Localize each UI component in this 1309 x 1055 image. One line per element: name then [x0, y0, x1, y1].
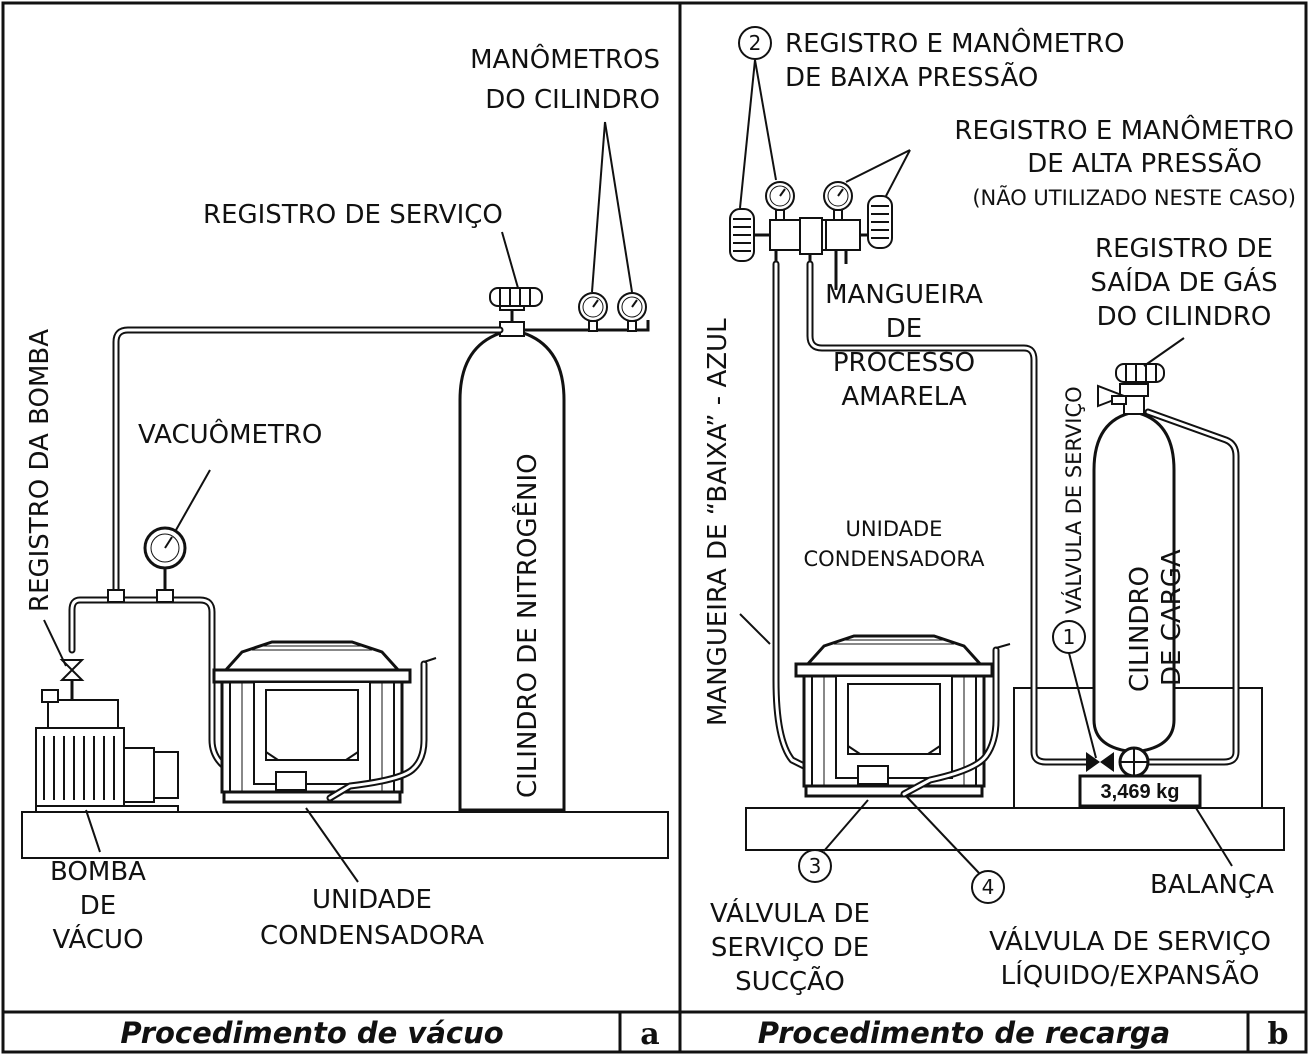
label-process-3: PROCESSO	[833, 348, 975, 378]
vacuum-gauge-icon	[143, 526, 187, 570]
high-pressure-gauge-icon	[823, 181, 853, 221]
cylinder-gauge-1-icon	[578, 292, 608, 332]
leader-pump	[85, 809, 101, 853]
gauge-manifold-a	[524, 320, 650, 332]
label-suction-1: VÁLVULA DE	[710, 897, 870, 929]
label-liquid-1: VÁLVULA DE SERVIÇO	[989, 925, 1271, 957]
label-service-valve: REGISTRO DE SERVIÇO	[203, 200, 503, 230]
label-process-2: DE	[886, 314, 922, 344]
leader-low-hose	[739, 613, 771, 645]
leader-unit-a	[305, 807, 359, 883]
vacuum-pump	[35, 689, 179, 813]
caption-a: Procedimento de vácuo	[120, 1016, 503, 1050]
label-low-hose-vertical: MANGUEIRA DE “BAIXA” - AZUL	[703, 318, 733, 726]
label-low-1: REGISTRO E MANÔMETRO	[785, 27, 1125, 59]
leader-gauge-2	[604, 121, 633, 293]
panel-b: 3,469 kg 2 1 3 4 REGISTRO E MANÔMETRO DE…	[703, 26, 1296, 997]
charge-cylinder	[1092, 383, 1176, 754]
label-high-2: DE ALTA PRESSÃO	[1027, 147, 1262, 179]
label-suction-3: SUCÇÃO	[735, 965, 845, 997]
label-gas-2: SAÍDA DE GÁS	[1090, 266, 1277, 298]
label-service-valve-vertical: VÁLVULA DE SERVIÇO	[1061, 386, 1086, 614]
label-cylinder-gauges-1: MANÔMETROS	[470, 43, 660, 75]
caption-b: Procedimento de recarga	[758, 1016, 1170, 1050]
caption-a-letter: a	[640, 1017, 659, 1052]
cylinder-gauge-2-icon	[617, 292, 647, 332]
leader-liquid-valve	[905, 795, 980, 874]
label-vacuum-gauge: VACUÔMETRO	[138, 418, 322, 450]
hose-end-a	[423, 657, 437, 663]
workbench-b	[745, 807, 1285, 851]
callout-1: 1	[1063, 625, 1076, 649]
leader-pump-valve	[43, 619, 67, 667]
cylinder-service-valve-icon	[1086, 746, 1150, 778]
caption-b-letter: b	[1268, 1017, 1289, 1052]
label-scale: BALANÇA	[1150, 870, 1274, 900]
leader-high-gauge	[845, 149, 911, 183]
manifold	[769, 217, 861, 290]
leader-service-valve	[501, 231, 519, 289]
nitrogen-cylinder	[458, 295, 566, 812]
hose-end-b	[995, 643, 1011, 649]
callout-2-circle	[738, 26, 772, 60]
label-gas-1: REGISTRO DE	[1095, 234, 1273, 264]
vacuum-gauge-fitting	[156, 589, 174, 603]
label-unit-b-2: CONDENSADORA	[804, 547, 986, 571]
label-process-4: AMARELA	[841, 382, 967, 412]
tee-fitting-a	[107, 589, 125, 603]
callout-4: 4	[982, 875, 995, 899]
label-pump-valve: REGISTRO DA BOMBA	[25, 329, 55, 612]
label-pump-1: BOMBA	[50, 857, 146, 887]
leader-low-valve	[739, 59, 756, 209]
label-pump-2: DE	[80, 891, 116, 921]
leader-suction-valve	[823, 799, 869, 852]
workbench-a	[21, 811, 669, 859]
process-hose-yellow	[806, 260, 1096, 766]
service-valve-knob	[489, 287, 543, 307]
label-unit-a-1: UNIDADE	[312, 885, 432, 915]
callout-4-circle	[971, 870, 1005, 904]
low-pressure-hose-blue	[772, 260, 864, 798]
leader-low-gauge	[754, 59, 777, 181]
label-unit-b-1: UNIDADE	[846, 517, 943, 541]
label-charge-1: CILINDRO	[1125, 566, 1155, 692]
leader-scale	[1195, 807, 1233, 867]
label-high-3: (NÃO UTILIZADO NESTE CASO)	[972, 184, 1296, 210]
scale-display	[1078, 774, 1202, 808]
label-nitrogen-cylinder: CILINDRO DE NITROGÊNIO	[511, 453, 543, 798]
callout-3: 3	[809, 854, 822, 878]
label-cylinder-gauges-2: DO CILINDRO	[485, 85, 660, 115]
label-liquid-2: LÍQUIDO/EXPANSÃO	[1001, 959, 1260, 991]
label-process-1: MANGUEIRA	[825, 280, 983, 310]
label-unit-a-2: CONDENSADORA	[260, 921, 484, 951]
leader-gas-outlet	[1143, 337, 1185, 367]
low-pressure-valve-icon	[729, 208, 755, 262]
panel-a: MANÔMETROS DO CILINDRO REGISTRO DE SERVI…	[21, 43, 669, 955]
label-high-1: REGISTRO E MANÔMETRO	[954, 114, 1294, 146]
pump-valve-icon	[59, 659, 85, 700]
label-gas-3: DO CILINDRO	[1097, 302, 1272, 332]
leader-high-valve	[885, 149, 911, 197]
callout-3-circle	[798, 849, 832, 883]
low-pressure-gauge-icon	[765, 181, 795, 221]
label-charge-2: DE CARGA	[1157, 549, 1187, 686]
high-pressure-valve-icon	[867, 195, 893, 249]
label-pump-3: VÁCUO	[52, 923, 143, 955]
scale-reading: 3,469 kg	[1101, 781, 1180, 803]
callout-2: 2	[749, 31, 762, 55]
label-suction-2: SERVIÇO DE	[711, 933, 869, 963]
leader-gauge-1	[591, 121, 606, 293]
gas-outlet-valve-knob	[1115, 363, 1165, 383]
leader-vacuum-gauge	[175, 469, 211, 531]
label-low-2: DE BAIXA PRESSÃO	[785, 61, 1038, 93]
leader-cylinder-valve	[1068, 652, 1097, 759]
